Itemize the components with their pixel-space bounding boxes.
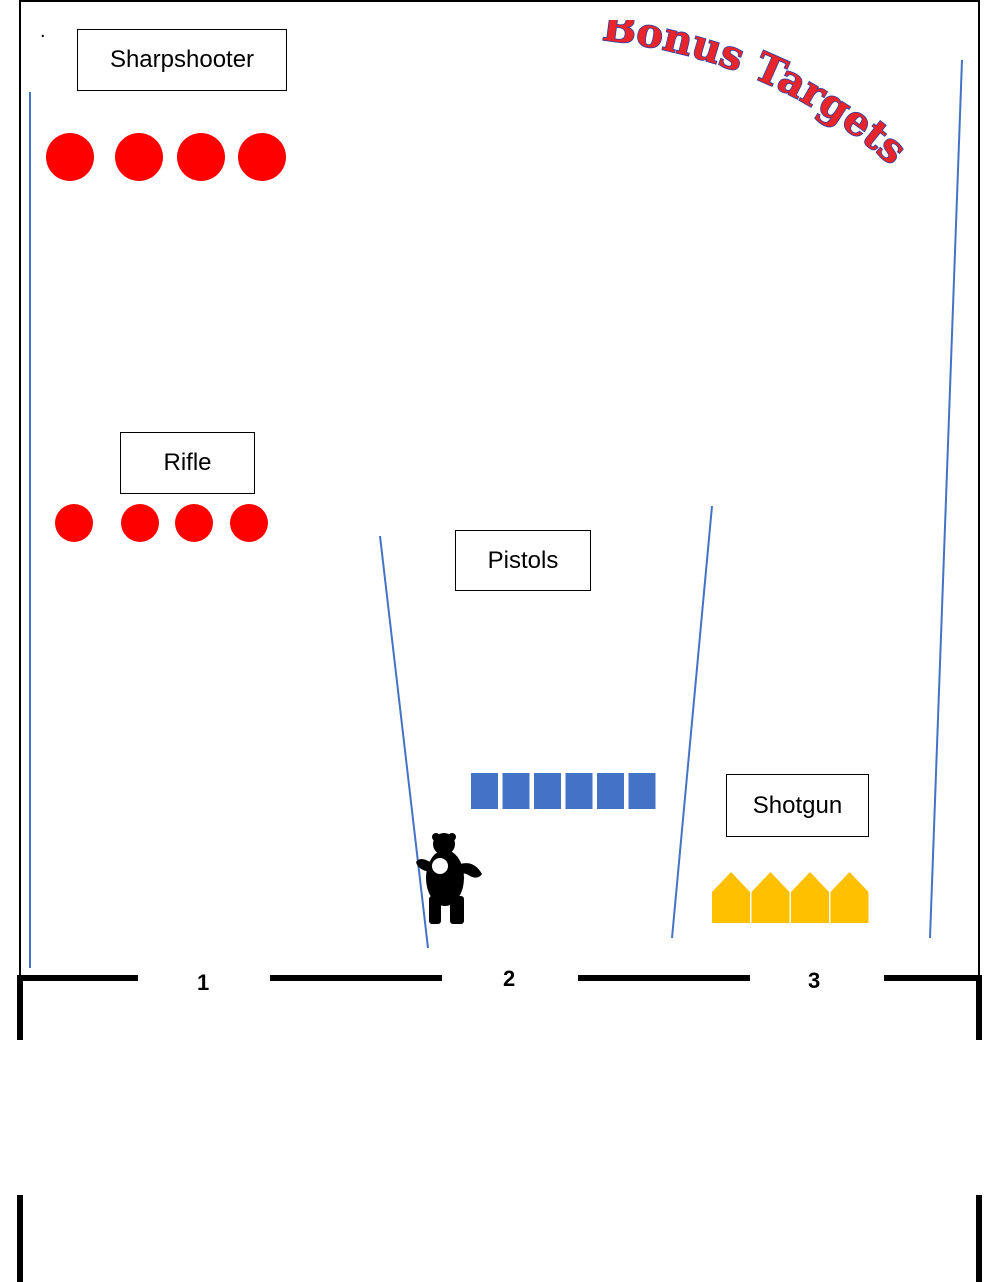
- bonus-targets-banner: Bonus Targets: [596, 20, 956, 210]
- pistol-target: [534, 773, 561, 809]
- pistol-target: [471, 773, 498, 809]
- bonus-targets-title: Bonus Targets: [600, 20, 916, 174]
- sharpshooter-target: [46, 133, 94, 181]
- station-label-pistols: Pistols: [455, 530, 591, 591]
- sharpshooter-targets: [46, 133, 286, 181]
- shotgun-target: [791, 872, 829, 923]
- shotgun-target: [712, 872, 750, 923]
- lane-line-center-right: [672, 506, 712, 938]
- bear-silhouette-icon: [416, 833, 482, 924]
- pistol-target: [597, 773, 624, 809]
- rifle-target: [121, 504, 159, 542]
- lane-line-center-left: [380, 536, 428, 948]
- station-label-rifle: Rifle: [120, 432, 255, 494]
- bay-number-1: 1: [197, 970, 209, 996]
- pistol-target: [503, 773, 530, 809]
- shotgun-target: [752, 872, 790, 923]
- sharpshooter-target: [238, 133, 286, 181]
- pistol-target: [566, 773, 593, 809]
- bay-number-3: 3: [808, 968, 820, 994]
- bay-number-2: 2: [503, 966, 515, 992]
- station-label-sharpshooter: Sharpshooter: [77, 29, 287, 91]
- sharpshooter-target: [177, 133, 225, 181]
- sharpshooter-target: [115, 133, 163, 181]
- pistol-targets: [471, 773, 656, 809]
- rifle-targets: [55, 504, 268, 542]
- station-label-shotgun: Shotgun: [726, 774, 869, 837]
- bay-walls: [20, 975, 979, 1282]
- shotgun-target: [831, 872, 869, 923]
- rifle-target: [175, 504, 213, 542]
- rifle-target: [230, 504, 268, 542]
- corner-dot: .: [40, 20, 46, 43]
- pistol-target: [629, 773, 656, 809]
- rifle-target: [55, 504, 93, 542]
- shotgun-targets: [712, 872, 869, 923]
